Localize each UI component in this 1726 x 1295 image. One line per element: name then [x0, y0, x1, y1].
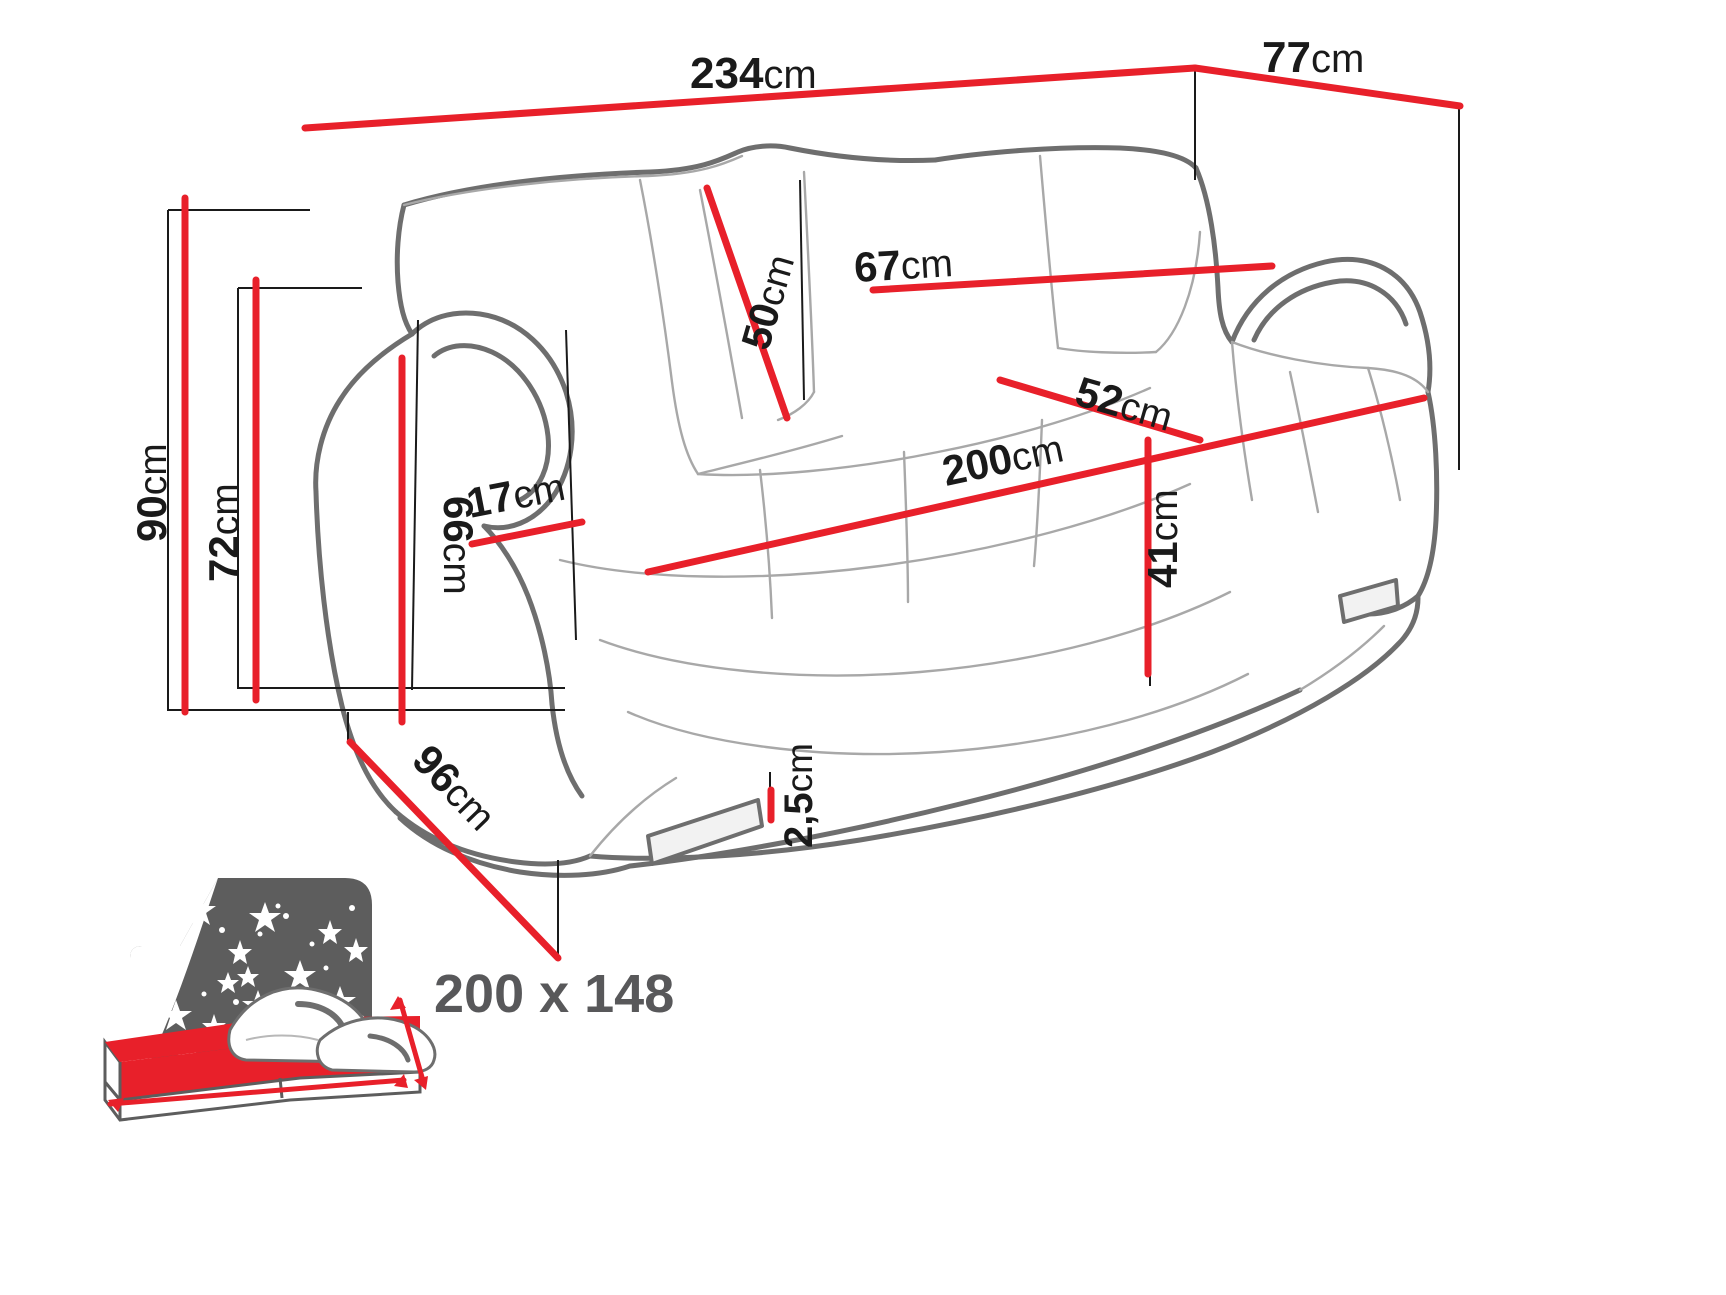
mattress-depth-arrow [397, 997, 427, 1087]
line-200cm [644, 394, 1428, 576]
line-77cm [1191, 64, 1464, 110]
label-66cm: 66cm [435, 496, 482, 595]
line-234cm [301, 64, 1199, 132]
line-52cm [996, 376, 1204, 444]
line-96cm [346, 738, 562, 962]
label-90cm: 90cm [128, 443, 175, 542]
line-17cm [468, 518, 586, 548]
label-234cm: 234cm [690, 49, 817, 98]
label-41cm: 41cm [1139, 489, 1186, 588]
pillow-icon [227, 986, 437, 1074]
line-50cm [703, 184, 791, 422]
line-67cm [869, 262, 1276, 294]
label-17cm: 17cm [463, 462, 569, 527]
sleeping-area-label: 200 x 148 [434, 964, 674, 1024]
label-72cm: 72cm [200, 483, 247, 582]
label-77cm: 77cm [1262, 33, 1364, 82]
label-2-5cm: 2,5cm [777, 743, 821, 848]
label-67cm: 67cm [853, 238, 954, 291]
mattress-width-arrow [107, 1077, 407, 1107]
